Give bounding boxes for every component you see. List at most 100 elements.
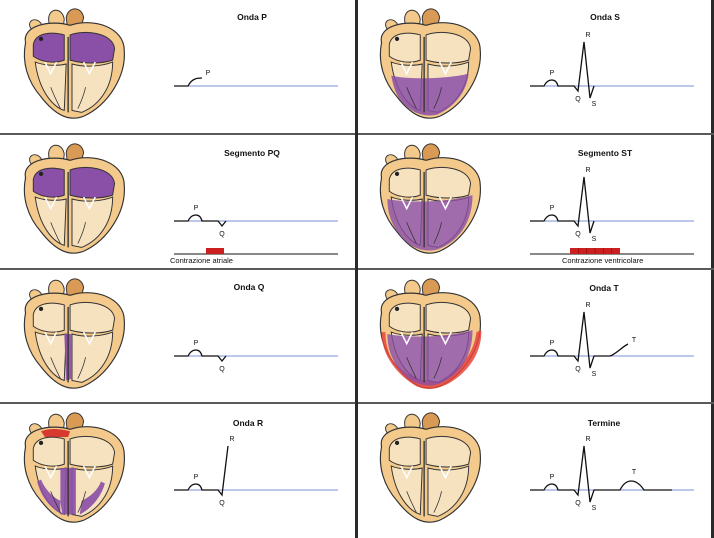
ecg-trace-figure: PQ: [174, 205, 338, 255]
chordae: [406, 357, 442, 379]
chordae: [406, 491, 442, 513]
label-r: R: [229, 436, 234, 443]
phase-title: Segmento PQ: [224, 148, 280, 158]
label-p: P: [194, 205, 199, 212]
sa-node: [394, 306, 400, 311]
row-divider: [0, 402, 355, 404]
heart-illustration: [23, 412, 125, 523]
right-ventricle: [390, 465, 423, 516]
label-p: P: [194, 340, 199, 347]
av-valves: [400, 196, 452, 211]
heart-illustration: [379, 412, 481, 523]
label-q: Q: [575, 500, 581, 507]
label-p: P: [206, 70, 211, 77]
ecg-trace-figure: PQR: [174, 436, 338, 507]
left-atrium: [425, 31, 472, 64]
label-q: Q: [575, 366, 581, 373]
right-atrium: [32, 302, 65, 333]
label-t: T: [632, 469, 637, 476]
ecg-trace: [174, 214, 227, 228]
left-ventricle: [71, 196, 114, 248]
ecg-trace: [530, 41, 595, 99]
left-ventricle: [71, 61, 114, 113]
label-r: R: [585, 167, 590, 174]
phase-title: Termine: [587, 418, 621, 428]
label-q: Q: [219, 231, 225, 238]
row-divider: [0, 133, 355, 135]
ventricles-depolarizing: [37, 468, 105, 515]
heart-illustration: [23, 8, 125, 119]
left-ventricle: [71, 331, 114, 383]
ventricles-depolarized: [391, 73, 469, 116]
chordae: [406, 222, 442, 244]
av-valves: [400, 61, 452, 76]
phase-title: Onda T: [589, 283, 619, 293]
center-divider: [355, 0, 358, 538]
phase-title: Onda P: [237, 12, 267, 22]
label-s: S: [592, 505, 597, 512]
ecg-trace-figure: P: [174, 70, 338, 87]
av-valves: [44, 196, 96, 211]
label-p: P: [550, 70, 555, 77]
left-ventricle: [427, 465, 470, 517]
ventricles-depolarized: [387, 330, 473, 386]
right-atrium: [32, 32, 65, 63]
left-atrium: [425, 166, 472, 199]
left-atrium: [69, 301, 116, 334]
right-ventricle: [34, 61, 67, 112]
contraction-caption: Contrazione atriale: [170, 256, 233, 265]
chordae: [406, 87, 442, 109]
heart-figure: [23, 278, 125, 389]
heart-figure: [23, 8, 125, 119]
row-divider: [358, 402, 714, 404]
label-q: Q: [575, 231, 581, 238]
chordae: [50, 222, 86, 244]
right-ventricle: [34, 196, 67, 247]
av-valves: [44, 331, 96, 346]
sa-node: [38, 171, 44, 176]
right-atrium: [32, 436, 65, 467]
heart-figure: [23, 412, 125, 523]
label-r: R: [585, 436, 590, 443]
ecg-trace: [174, 77, 203, 87]
label-r: R: [585, 32, 590, 39]
right-atrium: [388, 32, 421, 63]
left-ventricle: [71, 465, 114, 517]
label-q: Q: [219, 366, 225, 373]
av-valves: [400, 465, 452, 480]
sa-node: [394, 36, 400, 41]
heart-illustration: [379, 143, 481, 254]
av-valves: [400, 331, 452, 346]
heart-figure: [379, 412, 481, 523]
ecg-trace: [530, 311, 629, 369]
phase-title: Onda R: [232, 418, 264, 428]
left-atrium: [425, 435, 472, 468]
left-atrium: [425, 301, 472, 334]
phase-title: Onda Q: [233, 282, 265, 292]
phase-title: Onda S: [590, 12, 620, 22]
right-atrium: [388, 167, 421, 198]
row-divider: [358, 268, 714, 270]
heart-figure: [379, 8, 481, 119]
label-t: T: [632, 337, 637, 344]
heart-figure: [379, 278, 482, 389]
chordae: [50, 87, 86, 109]
heart-illustration: [23, 143, 125, 254]
sa-node: [394, 440, 400, 445]
av-valves: [44, 61, 96, 76]
label-p: P: [194, 474, 199, 481]
heart-figure: [23, 143, 125, 254]
ventricles-depolarized: [387, 195, 473, 251]
phase-title: Segmento ST: [577, 148, 633, 158]
ecg-trace: [530, 445, 672, 503]
label-p: P: [550, 205, 555, 212]
contraction-bar: [206, 248, 224, 254]
